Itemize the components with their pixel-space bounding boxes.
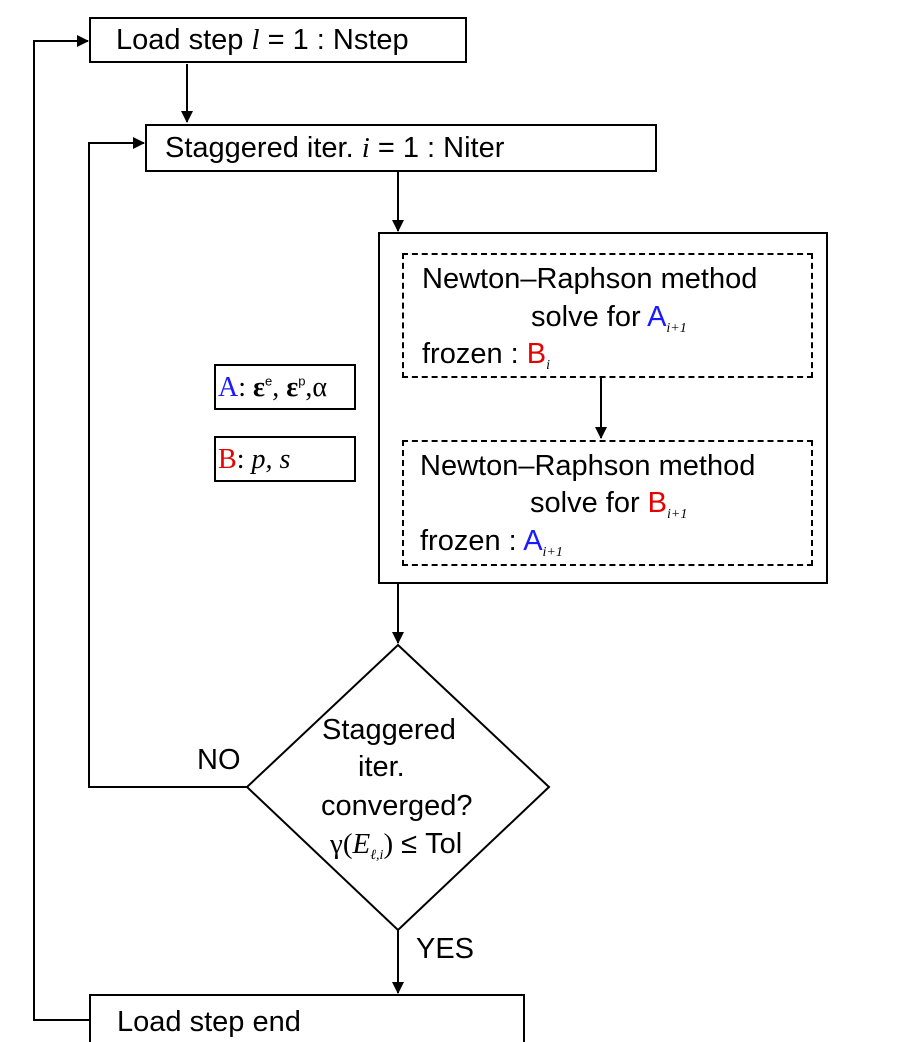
decision-line1: Staggered	[322, 714, 456, 746]
load-step-var: l	[251, 24, 260, 56]
decision-condition: γ(Eℓ,i) ≤ Tol	[330, 828, 463, 863]
decision-E: E	[352, 828, 371, 860]
load-step-label: Load step	[116, 24, 244, 56]
legend-a-colon: :	[238, 372, 247, 403]
legend-a-sep2: ,	[305, 372, 313, 403]
decision-gamma: γ(	[330, 828, 353, 860]
staggered-var: i	[361, 132, 370, 164]
legend-b-colon: :	[236, 444, 245, 475]
nr2-solve-label: solve for	[530, 487, 640, 519]
decision-diamond	[245, 643, 551, 932]
decision-leq-tol: ≤ Tol	[401, 828, 463, 860]
nr1-solve-line: solve for Ai+1	[531, 301, 687, 336]
staggered-iter-text: Staggered iter. i = 1 : Niter	[165, 134, 504, 163]
legend-a-sep1: ,	[272, 372, 280, 403]
legend-a-alpha: α	[312, 372, 328, 403]
legend-b-key: B	[218, 444, 237, 475]
load-step-text: Load step l = 1 : Nstep	[116, 26, 409, 55]
staggered-label: Staggered iter.	[165, 132, 354, 164]
nr2-frozen-sub: i+1	[542, 545, 563, 560]
legend-a-eps-e-sup: e	[264, 373, 273, 389]
nr2-frozen-label: frozen :	[420, 525, 517, 557]
outer-loop-line	[33, 35, 90, 1021]
decision-line3: converged?	[321, 790, 473, 822]
load-step-range: = 1 : Nstep	[267, 24, 409, 56]
decision-line2: iter.	[358, 751, 405, 783]
staggered-iter-box	[145, 124, 657, 172]
nr2-frozen-var: A	[523, 525, 543, 557]
load-step-box	[89, 17, 467, 63]
nr1-frozen-sub: i	[546, 358, 551, 373]
load-end-box	[89, 994, 525, 1042]
no-loop-line	[88, 137, 247, 788]
no-label: NO	[197, 744, 241, 776]
legend-a-text: A: εe, εp,α	[218, 374, 327, 402]
load-end-text: Load step end	[117, 1006, 301, 1038]
nr2-solve-line: solve for Bi+1	[530, 487, 687, 522]
nr1-solve-var: A	[647, 301, 667, 333]
nr1-solve-label: solve for	[531, 301, 641, 333]
legend-a-eps-p: ε	[286, 372, 299, 403]
nr1-title: Newton–Raphson method	[422, 263, 758, 295]
nr1-dashed-box	[402, 253, 813, 378]
nr2-solve-sub: i+1	[667, 507, 688, 522]
legend-b-text: B: p, s	[218, 446, 290, 474]
legend-b-box	[214, 436, 356, 482]
legend-a-eps-e: ε	[253, 372, 265, 403]
decision-E-sub: ℓ,i	[370, 848, 384, 863]
legend-b-vars: p, s	[251, 444, 291, 475]
legend-a-key: A	[218, 372, 239, 403]
nr2-title: Newton–Raphson method	[420, 450, 756, 482]
nr1-solve-sub: i+1	[666, 321, 687, 336]
nr2-solve-var: B	[647, 487, 668, 519]
nr-container-box	[378, 232, 828, 584]
nr2-dashed-box	[402, 440, 813, 566]
decision-close: )	[383, 828, 394, 860]
nr1-frozen-line: frozen : Bi	[422, 338, 550, 373]
nr1-frozen-label: frozen :	[422, 338, 519, 370]
nr2-frozen-line: frozen : Ai+1	[420, 525, 563, 560]
nr1-frozen-var: B	[526, 338, 547, 370]
legend-a-eps-p-sup: p	[298, 373, 306, 389]
legend-a-box	[214, 364, 356, 410]
yes-label: YES	[416, 933, 475, 965]
staggered-range: = 1 : Niter	[377, 132, 505, 164]
